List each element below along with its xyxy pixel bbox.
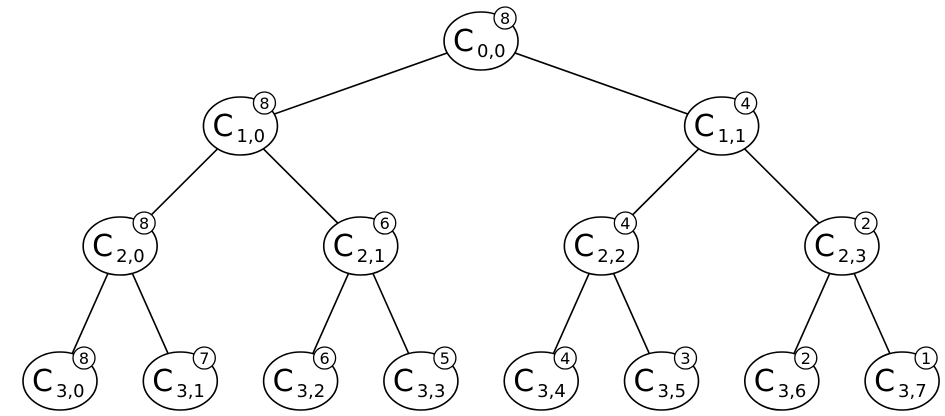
count-badge-circle — [433, 346, 457, 370]
node-letter: C — [393, 364, 414, 399]
node-subscript: 3,2 — [297, 381, 326, 402]
count-badge-circle — [312, 346, 337, 370]
count-badge-circle — [373, 211, 397, 235]
edges — [59, 40, 903, 382]
node-subscript: 2,2 — [597, 246, 626, 267]
count-badge-circle — [192, 346, 216, 370]
count-badge-value: 8 — [259, 94, 269, 113]
count-badge-circle — [613, 211, 637, 235]
node-subscript: 3,6 — [778, 381, 807, 402]
node-letter: C — [874, 364, 895, 399]
node-subscript: 3,4 — [537, 381, 566, 402]
count-badge-circle — [252, 91, 277, 115]
node-letter: C — [273, 364, 294, 399]
count-badge-value: 8 — [139, 214, 149, 233]
count-badge-value: 4 — [741, 94, 751, 113]
node-subscript: 0,0 — [477, 41, 506, 62]
count-badge-value: 2 — [801, 349, 811, 368]
node-subscript: 3,7 — [898, 381, 927, 402]
node-letter: C — [152, 364, 173, 399]
node-letter: C — [453, 24, 474, 59]
node-letter: C — [814, 229, 835, 264]
count-badge-value: 2 — [861, 214, 871, 233]
count-badge-circle — [553, 346, 577, 370]
count-badge-value: 5 — [440, 349, 450, 368]
count-badge-value: 1 — [921, 349, 931, 368]
node-subscript: 3,5 — [657, 381, 686, 402]
node-letter: C — [573, 229, 594, 264]
count-badge-circle — [734, 91, 758, 115]
node-subscript: 3,1 — [176, 381, 205, 402]
count-badge-circle — [794, 346, 818, 370]
node-subscript: 2,0 — [116, 246, 145, 267]
count-badge-value: 4 — [560, 349, 570, 368]
count-badge-circle — [72, 346, 96, 370]
node-subscript: 1,0 — [236, 126, 265, 147]
count-badge-circle — [914, 346, 938, 370]
count-badge-value: 7 — [199, 349, 209, 368]
node-letter: C — [92, 229, 113, 264]
node-subscript: 2,3 — [838, 246, 867, 267]
node-letter: C — [513, 364, 534, 399]
count-badge-value: 3 — [680, 349, 690, 368]
edge-0-0-to-1-0 — [240, 40, 482, 127]
node-letter: C — [694, 109, 715, 144]
count-badge-value: 6 — [320, 349, 330, 368]
count-badge-circle — [673, 346, 698, 370]
node-subscript: 3,0 — [56, 381, 85, 402]
node-letter: C — [754, 364, 775, 399]
count-badge-value: 6 — [380, 214, 390, 233]
node-letter: C — [333, 229, 354, 264]
node-letter: C — [212, 109, 233, 144]
node-letter: C — [32, 364, 53, 399]
count-badge-circle — [132, 211, 156, 235]
node-subscript: 3,3 — [417, 381, 446, 402]
count-badge-value: 8 — [79, 349, 89, 368]
node-letter: C — [634, 364, 655, 399]
count-badge-circle — [493, 6, 517, 30]
count-badge-circle — [854, 211, 878, 235]
count-badge-value: 4 — [620, 214, 630, 233]
node-subscript: 2,1 — [357, 246, 386, 267]
count-badge-value: 8 — [500, 9, 510, 28]
edge-0-0-to-1-1 — [480, 40, 722, 127]
node-subscript: 1,1 — [718, 126, 747, 147]
